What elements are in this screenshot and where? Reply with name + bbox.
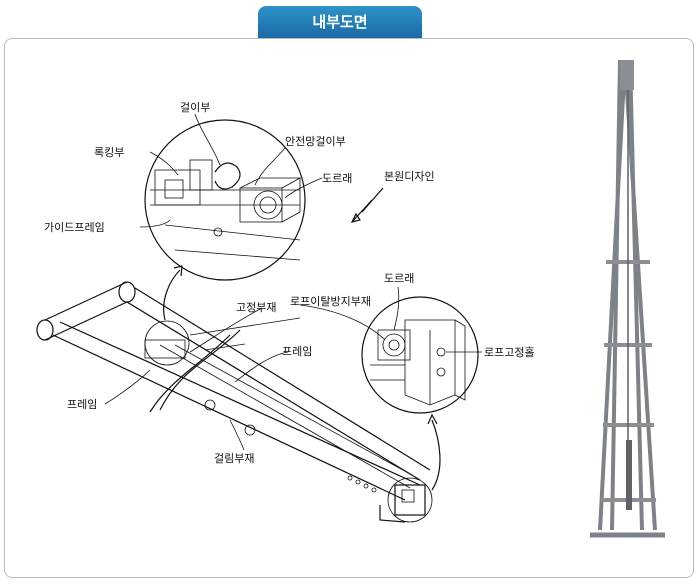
- main-frame: [36, 281, 433, 523]
- drawing-panel: [4, 38, 694, 578]
- label-safety-hook: 안전망걸이부: [285, 135, 346, 148]
- label-design-ref: 본원디자인: [384, 170, 435, 183]
- label-latch-member: 걸림부재: [214, 452, 254, 465]
- label-guide-frame: 가이드프레임: [44, 221, 105, 234]
- leader-lines: [104, 113, 483, 451]
- label-hook-part: 걸이부: [180, 101, 210, 114]
- right-detail-circle: [361, 296, 479, 414]
- top-detail-circle: [144, 119, 306, 281]
- label-frame-left: 프레임: [67, 398, 97, 411]
- design-ref-arrowhead: [350, 212, 361, 223]
- label-tongs-part: 록킹부: [94, 146, 124, 159]
- section-title: 내부도면: [312, 13, 368, 31]
- label-frame-right: 프레임: [282, 345, 312, 358]
- label-rope-guard: 로프이탈방지부재: [290, 295, 371, 308]
- detail-arrows: [163, 265, 441, 491]
- label-pulley-right: 도르래: [384, 272, 414, 285]
- ladder-photo: [590, 59, 665, 538]
- design-ref-arrow: [351, 187, 384, 223]
- label-pulley-top: 도르래: [322, 172, 352, 185]
- label-fixing-member: 고정부재: [236, 301, 276, 314]
- label-rope-hole: 로프고정홀: [484, 346, 535, 359]
- section-tab: 내부도면: [258, 6, 422, 38]
